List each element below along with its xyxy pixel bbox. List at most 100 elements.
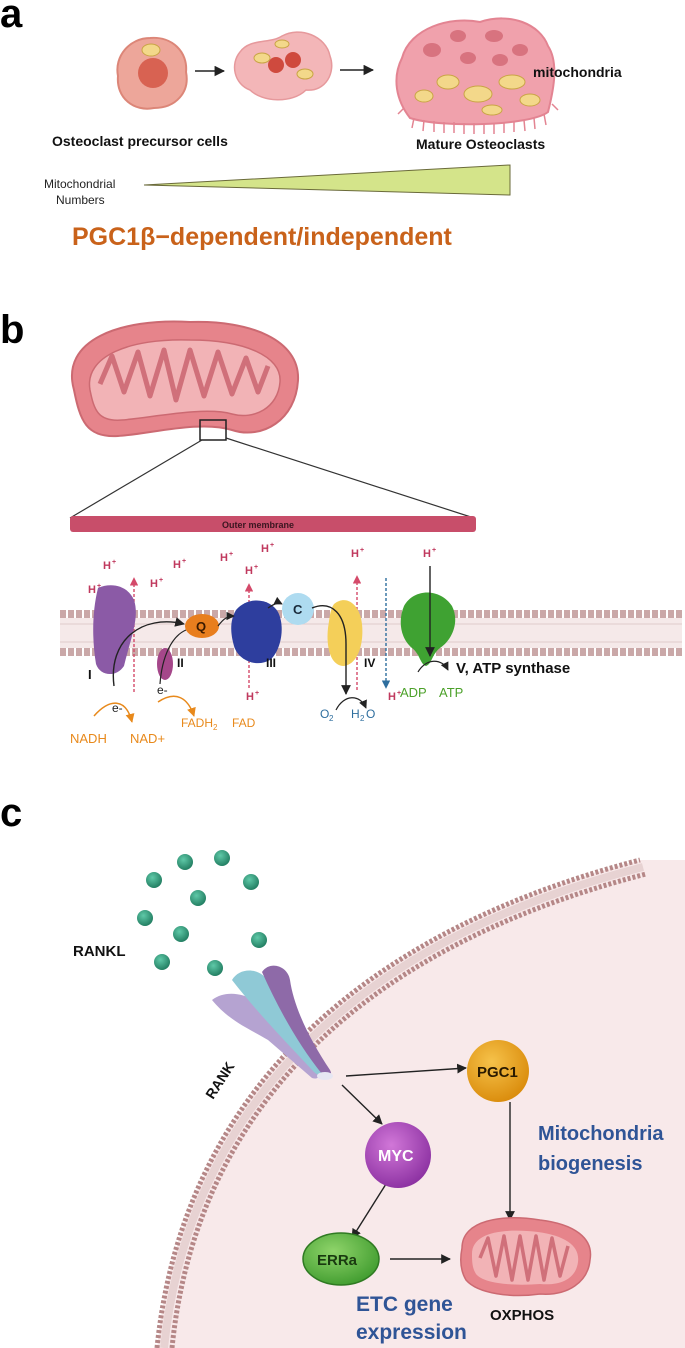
- panel-a-letter: a: [0, 0, 23, 36]
- o2-label: O: [320, 707, 329, 721]
- label-outer-membrane: Outer membrane: [222, 520, 294, 530]
- hplus-10: H: [246, 691, 254, 703]
- inner-membrane-core: [60, 618, 682, 648]
- mitochondrion-illustration: [71, 320, 300, 441]
- nadh-label: NADH: [70, 731, 107, 746]
- electron-path-q-3: [217, 611, 235, 627]
- nadplus-label: NAD+: [130, 731, 165, 746]
- fadh2-label: FADH: [181, 716, 213, 730]
- electron-path-2: [159, 629, 187, 685]
- outer-membrane-bar: [70, 516, 476, 532]
- label-rankl: RANKL: [73, 943, 126, 960]
- h2o-sub: 2: [360, 714, 365, 723]
- hplus-7-sup: +: [254, 564, 258, 571]
- complex-1-label: I: [88, 667, 92, 682]
- complex-1-shape: [93, 585, 136, 675]
- mature-osteoclast-illustration: [395, 17, 559, 134]
- h2o-h-label: H: [351, 707, 360, 721]
- label-mature: Mature Osteoclasts: [416, 136, 545, 152]
- electron-path-c-4: [311, 605, 351, 695]
- rank-receptor-illustration: [212, 965, 333, 1080]
- label-erra: ERRa: [317, 1252, 358, 1269]
- hplus-8-sup: +: [360, 547, 364, 554]
- label-rank: RANK: [202, 1059, 237, 1102]
- panel-a: a: [0, 0, 622, 251]
- electron-path-3-c: [267, 596, 283, 609]
- mito-numbers-wedge: [143, 164, 511, 196]
- hplus-3-sup: +: [159, 577, 163, 584]
- hplus-7: H: [245, 565, 253, 577]
- panel-c-letter: c: [0, 791, 22, 835]
- complex-3-shape: [231, 600, 282, 664]
- hplus-4: H: [173, 559, 181, 571]
- precursor-cell-illustration: [116, 36, 188, 110]
- hplus-11: H: [388, 691, 396, 703]
- hplus-3: H: [150, 578, 158, 590]
- complex-4-label: IV: [364, 656, 375, 670]
- label-myc: MYC: [378, 1148, 414, 1165]
- hplus-11-sup: +: [397, 690, 401, 697]
- hplus-4-sup: +: [182, 558, 186, 565]
- complex-5-shape: [400, 592, 456, 666]
- arrow-rank-myc: [341, 1084, 383, 1125]
- panel-b: b Outer membrane H + H + H + H + H + H: [0, 308, 682, 746]
- fadh2-arrow: [157, 695, 196, 717]
- rankl-ligands: [137, 850, 267, 976]
- zoom-line-left: [69, 439, 203, 519]
- label-etc-2: expression: [356, 1321, 467, 1344]
- erra-node: [302, 1232, 380, 1286]
- hplus-1: H: [103, 560, 111, 572]
- fusing-cell-illustration: [233, 31, 333, 101]
- label-precursor: Osteoclast precursor cells: [52, 133, 228, 149]
- hplus-5-sup: +: [229, 551, 233, 558]
- complex-5-label: V, ATP synthase: [456, 660, 570, 677]
- o2-sub: 2: [329, 714, 334, 723]
- electron-2-label: e-: [157, 683, 168, 697]
- hplus-9: H: [423, 548, 431, 560]
- hplus-10-sup: +: [255, 690, 259, 697]
- panel-b-letter: b: [0, 308, 24, 352]
- panel-c: c RANKL RANK: [0, 791, 685, 1348]
- o2-h2o-arrow: [335, 697, 367, 711]
- adp-label: ADP: [400, 685, 427, 700]
- hplus-6-sup: +: [270, 542, 274, 549]
- label-biogenesis-1: Mitochondria: [538, 1123, 664, 1145]
- label-etc-1: ETC gene: [356, 1293, 453, 1316]
- label-oxphos: OXPHOS: [490, 1307, 554, 1324]
- label-pgc-dependency: PGC1β−dependent/independent: [72, 223, 453, 251]
- label-mitochondria: mitochondria: [533, 64, 622, 80]
- hplus-1-sup: +: [112, 559, 116, 566]
- fadh2-sub: 2: [213, 723, 218, 732]
- complex-c-shape: [282, 593, 314, 625]
- complex-3-label: III: [266, 656, 276, 670]
- arrow-myc-erra: [351, 1183, 387, 1239]
- complex-q-shape: [185, 614, 219, 638]
- hplus-6: H: [261, 543, 269, 555]
- cell-membrane-outer: [154, 857, 641, 1348]
- fad-label: FAD: [232, 716, 256, 730]
- hplus-2: H: [88, 584, 96, 596]
- label-biogenesis-2: biogenesis: [538, 1153, 642, 1175]
- complex-q-label: Q: [196, 619, 206, 634]
- hplus-5: H: [220, 552, 228, 564]
- zoom-line-right: [225, 437, 475, 519]
- complex-2-shape: [157, 648, 173, 680]
- label-mito-numbers-1: Mitochondrial: [44, 177, 115, 191]
- hplus-8: H: [351, 548, 359, 560]
- myc-node: [365, 1122, 431, 1188]
- electron-1-label: e-: [112, 701, 123, 715]
- h2o-o-label: O: [366, 707, 375, 721]
- oxphos-mitochondrion: [460, 1217, 592, 1297]
- label-mito-numbers-2: Numbers: [56, 193, 105, 207]
- hplus-9-sup: +: [432, 547, 436, 554]
- arrow-rank-pgc1: [345, 1063, 467, 1077]
- nadh-arrow: [93, 702, 135, 723]
- complex-2-label: II: [177, 656, 184, 670]
- label-pgc1: PGC1: [477, 1064, 518, 1081]
- cell-interior: [157, 860, 685, 1348]
- adp-atp-arrow: [417, 660, 449, 673]
- atp-label: ATP: [439, 685, 463, 700]
- electron-path-1: [112, 617, 185, 687]
- hplus-2-sup: +: [97, 583, 101, 590]
